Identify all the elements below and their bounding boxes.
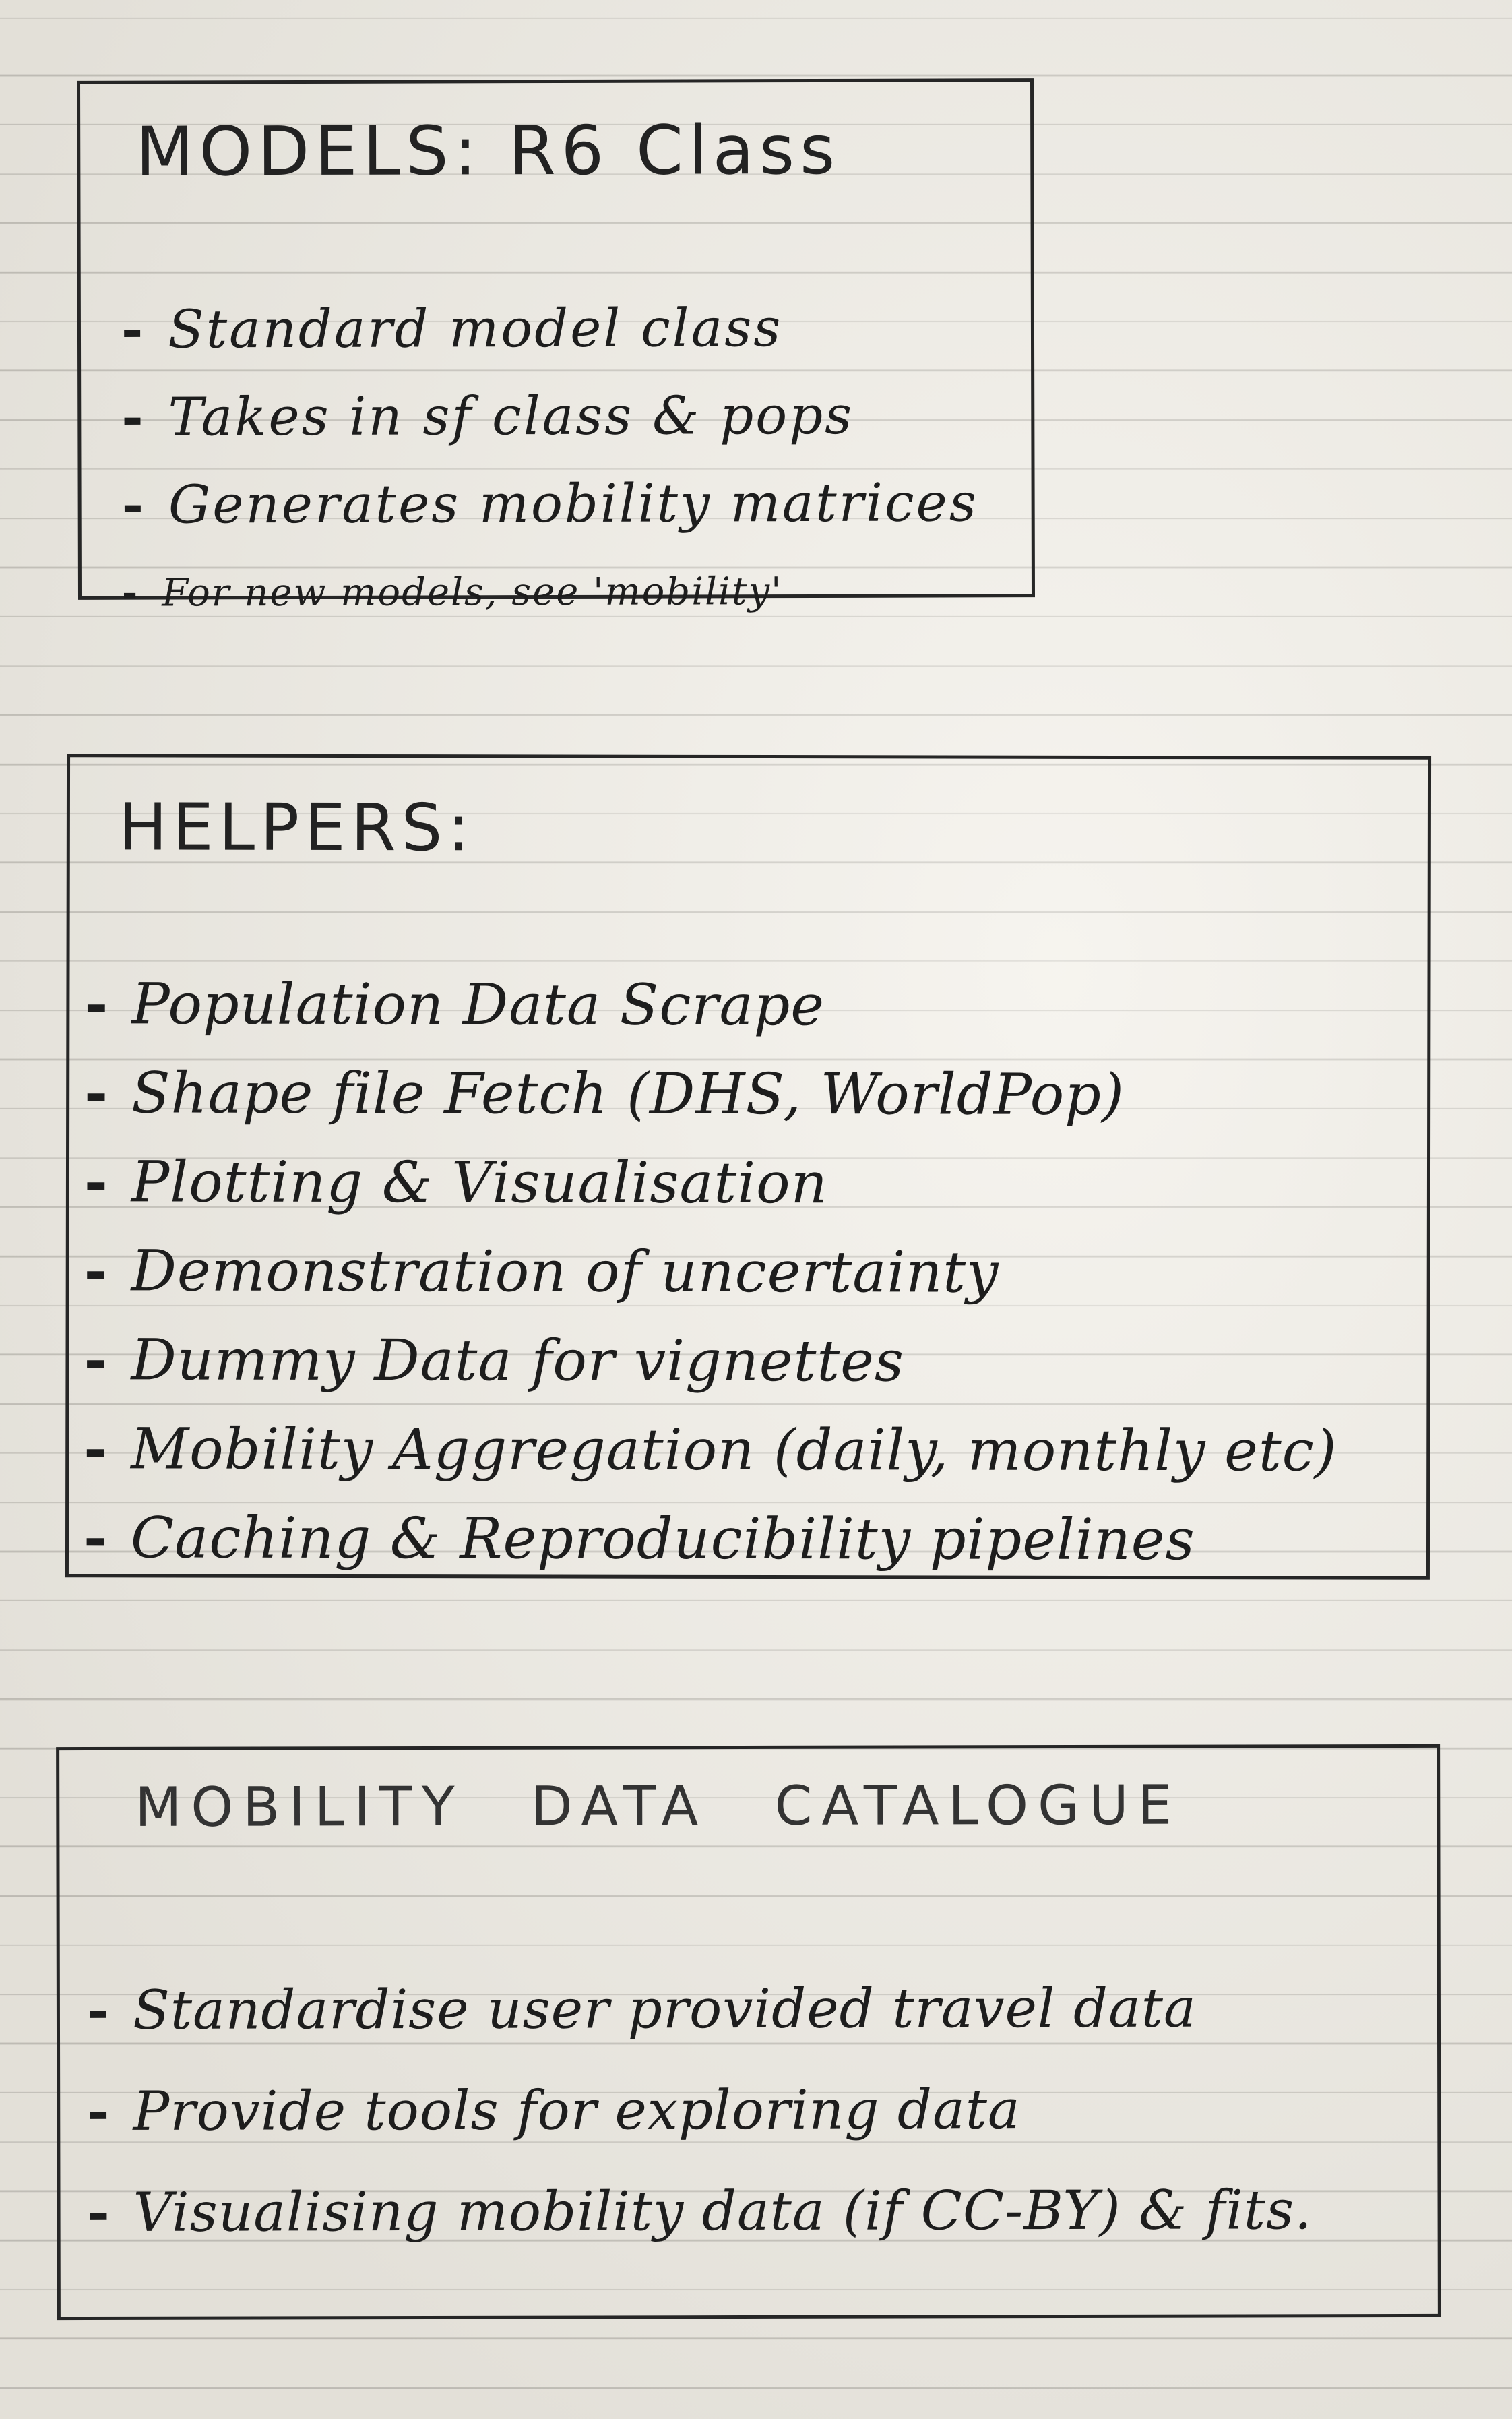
bullet-dash: -: [121, 570, 139, 615]
mobility-title: MOBILITY DATA CATALOGUE: [135, 1773, 1182, 1839]
bullet-dash: -: [84, 1059, 109, 1126]
list-item-text: Takes in sf class & pops: [168, 385, 854, 448]
list-item-text: Generates mobility matrices: [168, 472, 978, 536]
bullet-dash: -: [121, 386, 146, 448]
list-item: -Provide tools for exploring data: [87, 2058, 1312, 2162]
list-item: -Caching & Reproducibility pipelines: [84, 1493, 1337, 1584]
list-item: -Generates mobility matrices: [121, 459, 978, 549]
list-item-text: Shape file Fetch (DHS, WorldPop): [131, 1060, 1125, 1128]
list-item-text: Caching & Reproducibility pipelines: [130, 1504, 1195, 1573]
bullet-dash: -: [86, 1978, 111, 2042]
list-item-text: Provide tools for exploring data: [133, 2078, 1021, 2143]
mobility-data-catalogue-box: MOBILITY DATA CATALOGUE -Standardise use…: [56, 1744, 1441, 2321]
list-item: -Shape file Fetch (DHS, WorldPop): [84, 1048, 1337, 1139]
list-item: -Plotting & Visualisation: [84, 1137, 1337, 1228]
list-item-text: Dummy Data for vignettes: [131, 1326, 905, 1395]
models-list: -Standard model class -Takes in sf class…: [121, 284, 979, 636]
helpers-box: HELPERS: -Population Data Scrape -Shape …: [65, 754, 1432, 1580]
list-item: -Dummy Data for vignettes: [84, 1315, 1337, 1406]
list-item: -For new models, see 'mobility': [122, 547, 979, 636]
list-item: -Takes in sf class & pops: [121, 371, 978, 461]
bullet-dash: -: [84, 1415, 108, 1482]
bullet-dash: -: [84, 1326, 108, 1393]
list-item: -Mobility Aggregation (daily, monthly et…: [84, 1404, 1337, 1495]
list-item: -Population Data Scrape: [84, 959, 1337, 1050]
list-item-text: Visualising mobility data (if CC-BY) & f…: [133, 2178, 1313, 2244]
bullet-dash: -: [84, 1237, 108, 1304]
helpers-list: -Population Data Scrape -Shape file Fetc…: [84, 959, 1338, 1584]
bullet-dash: -: [121, 474, 146, 536]
list-item: -Standard model class: [121, 284, 978, 373]
bullet-dash: -: [121, 299, 146, 361]
list-item-text: Plotting & Visualisation: [131, 1149, 828, 1217]
models-box: MODELS: R6 Class -Standard model class -…: [76, 78, 1036, 615]
list-item-text: Demonstration of uncertainty: [131, 1237, 999, 1306]
list-item-text: Standardise user provided travel data: [133, 1976, 1197, 2042]
helpers-title: HELPERS:: [118, 789, 475, 866]
bullet-dash: -: [84, 1148, 108, 1215]
list-item-text: For new models, see 'mobility': [162, 570, 783, 615]
list-item-text: Population Data Scrape: [131, 971, 825, 1039]
mobility-list: -Standardise user provided travel data -…: [87, 1957, 1313, 2263]
list-item: -Demonstration of uncertainty: [84, 1226, 1337, 1317]
list-item-text: Mobility Aggregation (daily, monthly etc…: [131, 1415, 1337, 1484]
list-item-text: Standard model class: [168, 298, 783, 361]
bullet-dash: -: [87, 2079, 111, 2143]
models-title: MODELS: R6 Class: [135, 110, 841, 191]
list-item: -Standardise user provided travel data: [87, 1957, 1312, 2060]
bullet-dash: -: [83, 1504, 108, 1571]
bullet-dash: -: [84, 970, 109, 1037]
list-item: -Visualising mobility data (if CC-BY) & …: [87, 2159, 1312, 2263]
bullet-dash: -: [87, 2180, 111, 2244]
